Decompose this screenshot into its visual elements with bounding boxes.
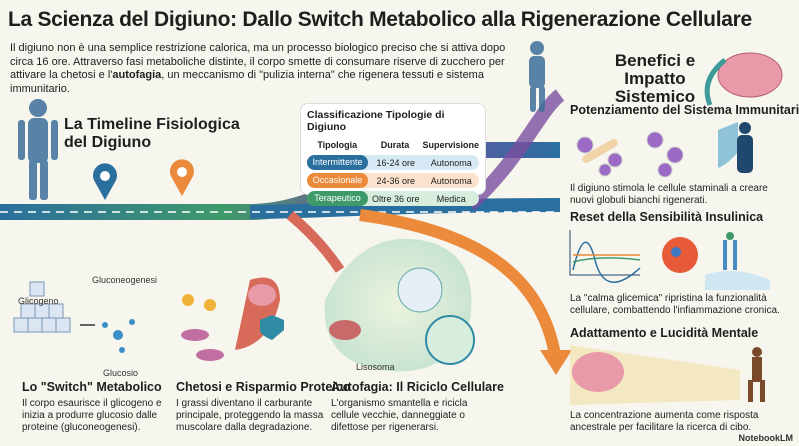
benefit-immune-text: Il digiuno stimola le cellule staminali …	[570, 183, 768, 206]
benefit-insulin-text: La "calma glicemica" ripristina la funzi…	[570, 293, 780, 316]
label-glucosio: Glucosio	[103, 368, 139, 378]
timeline-title: La Timeline Fisiologica del Digiuno	[64, 116, 240, 151]
benefit-mental-text: La concentrazione aumenta come risposta …	[570, 410, 759, 433]
label-glicogeno: Glicogeno	[18, 296, 59, 306]
table-title: Classificazione Tipologie di Digiuno	[307, 109, 445, 133]
pin-icon	[170, 159, 194, 196]
label-gluconeogenesi: Gluconeogenesi	[92, 275, 158, 285]
intro-text: Il digiuno non è una semplice restrizion…	[10, 42, 506, 95]
pin-icon	[93, 163, 117, 200]
label-lisosoma: Lisosoma	[356, 362, 395, 372]
benefit-insulin-title: Reset della Sensibilità Insulinica	[570, 210, 764, 224]
benefits-title: Benefici e Impatto Sistemico	[614, 51, 696, 106]
notebooklm-badge: NotebookLM	[738, 433, 794, 443]
benefit-mental-title: Adattamento e Lucidità Mentale	[570, 326, 759, 340]
benefit-immune-title: Potenziamento del Sistema Immunitario	[570, 103, 799, 117]
fasting-types-table: Classificazione Tipologie di Digiuno Tip…	[300, 103, 486, 206]
page-title: La Scienza del Digiuno: Dallo Switch Met…	[8, 8, 752, 31]
